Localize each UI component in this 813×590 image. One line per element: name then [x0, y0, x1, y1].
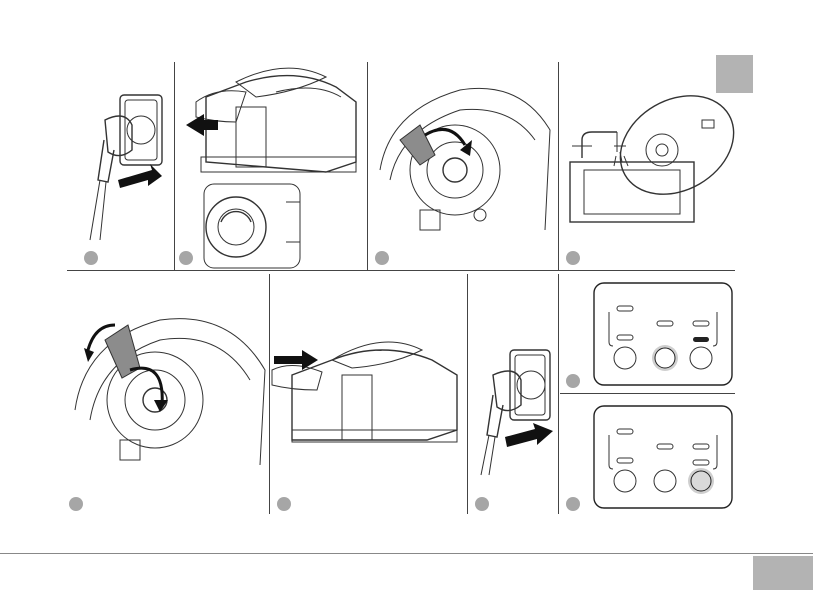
row-divider — [67, 270, 735, 271]
step-marker — [84, 251, 98, 265]
control-panel-top — [593, 282, 733, 386]
separator — [467, 274, 468, 514]
unscrew-illustration — [370, 70, 555, 245]
separator — [560, 393, 735, 394]
separator — [269, 274, 270, 514]
step-marker — [69, 497, 83, 511]
footer-rule — [0, 553, 813, 554]
step-marker — [277, 497, 291, 511]
step-marker — [475, 497, 489, 511]
separator — [367, 62, 368, 270]
push-back-illustration — [272, 330, 464, 455]
page-number-tab — [753, 556, 813, 590]
step-marker — [566, 251, 580, 265]
step-marker — [375, 251, 389, 265]
separator — [558, 274, 559, 514]
step-marker — [566, 374, 580, 388]
unplug-illustration — [70, 80, 170, 240]
reinsert-illustration — [70, 290, 265, 465]
rinse-illustration — [562, 70, 742, 240]
separator — [174, 62, 175, 270]
control-panel-bottom — [593, 405, 733, 509]
plug-in-illustration — [475, 345, 557, 475]
separator — [558, 62, 559, 270]
step-marker — [566, 497, 580, 511]
remove-collector-illustration — [176, 62, 366, 270]
